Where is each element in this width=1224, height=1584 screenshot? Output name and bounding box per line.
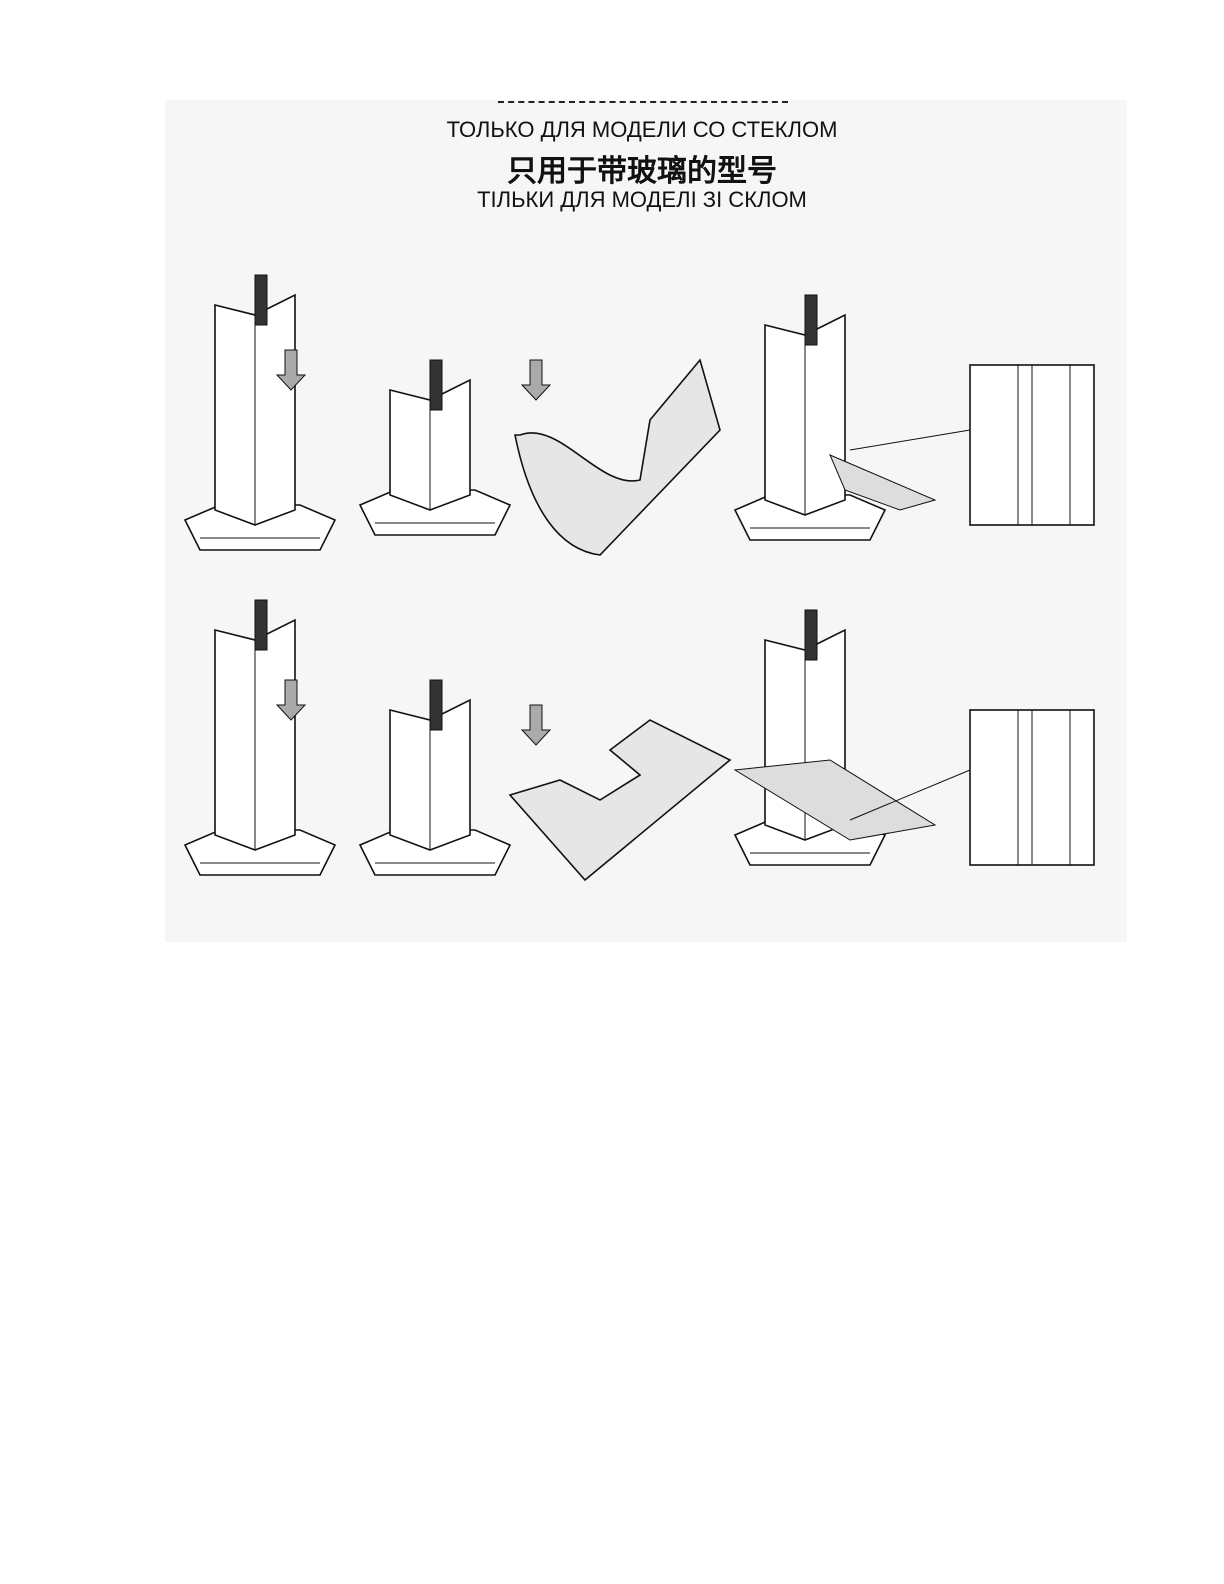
insert-arrow-icon [520,704,552,746]
title-russian: ТОЛЬКО ДЛЯ МОДЕЛИ СО СТЕКЛОМ [446,117,838,142]
down-arrow-icon [275,349,307,391]
figure-row-flat-glass [183,599,1095,882]
hood-step2-bracket [429,679,443,731]
hood-assembled-bracket [804,294,818,346]
clipped-header-line [498,98,788,106]
curved-glass-panel [514,358,721,556]
flat-glass-panel [508,719,732,882]
glass-panel-installed [829,454,937,511]
hood-step2-bracket [429,359,443,411]
hood-step1-bracket [254,274,268,326]
down-arrow-icon [275,679,307,721]
callout-line [849,769,971,821]
hood-step1-bracket [254,599,268,651]
title-ukrainian: ТІЛЬКИ ДЛЯ МОДЕЛІ ЗІ СКЛОМ [477,187,807,212]
glass-panel-installed [733,759,937,841]
figure-row-curved-glass [183,274,1095,556]
title-chinese: 只用于带玻璃的型号 [507,154,777,189]
callout-line [849,429,971,451]
hood-assembled-bracket [804,609,818,661]
insert-arrow-icon [520,359,552,401]
